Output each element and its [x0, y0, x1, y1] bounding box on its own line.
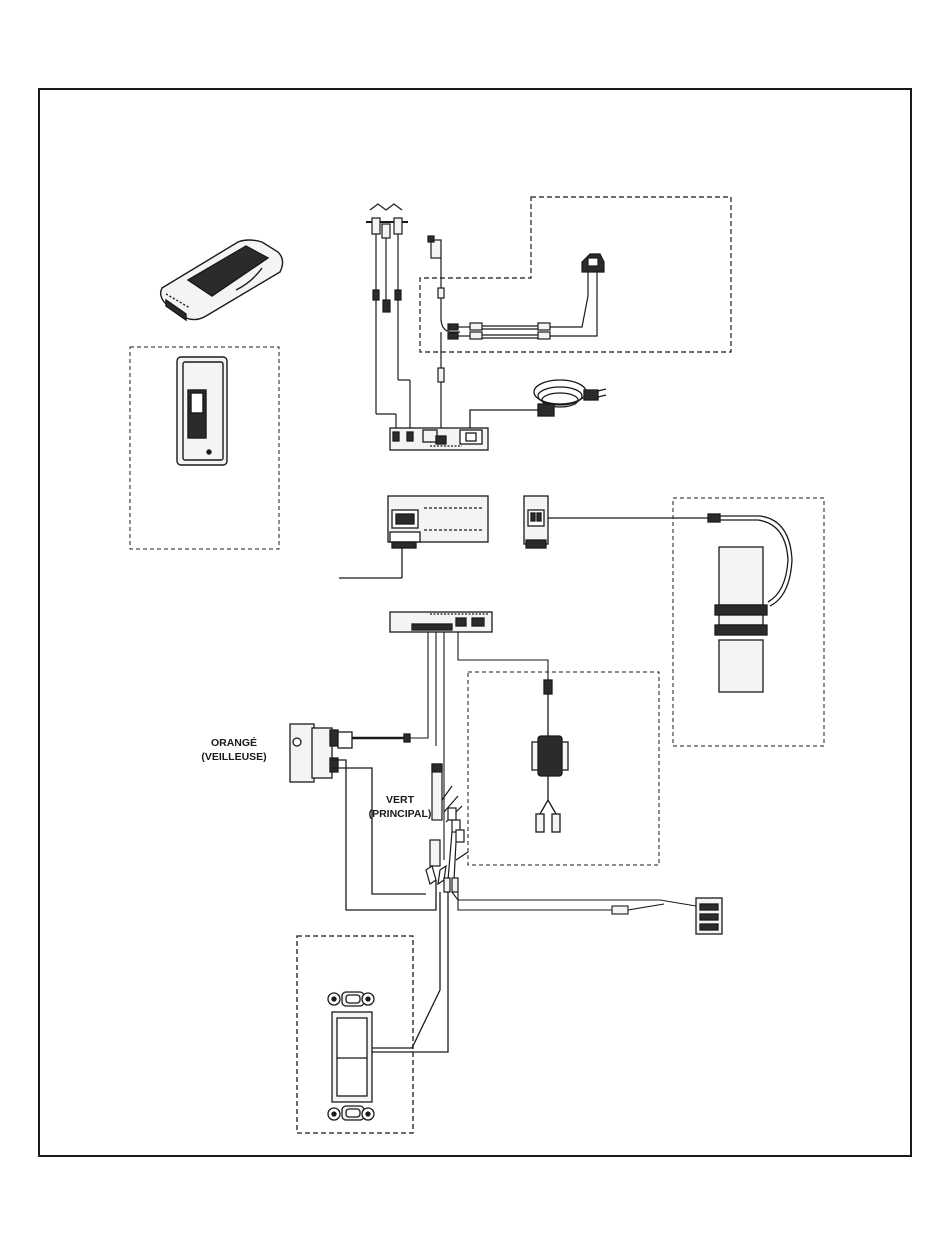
ifc-wires	[410, 632, 548, 860]
orange-pilot-label-line2: (VEILLEUSE)	[201, 751, 266, 763]
lower-right-wires	[452, 892, 696, 914]
ifc-module	[390, 612, 492, 632]
battery-pack	[456, 680, 568, 860]
receiver-module	[390, 428, 488, 450]
wire-harness	[426, 764, 464, 892]
battery-connector-leads	[448, 296, 597, 339]
control-module	[339, 496, 488, 578]
rocker-switch-small	[582, 254, 604, 296]
pilot-thermocouple-assembly	[366, 204, 410, 432]
green-main-label-line2: (PRINCIPAL)	[369, 808, 432, 820]
blower-assembly	[708, 514, 792, 692]
orange-pilot-label-line1: ORANGÉ	[211, 736, 257, 749]
adapter-dashed-box	[420, 197, 731, 352]
wall-switch	[177, 357, 227, 465]
green-main-label-line1: VERT	[386, 794, 415, 806]
power-cord	[470, 380, 606, 428]
decora-switch	[328, 892, 448, 1120]
handheld-remote	[161, 240, 283, 320]
outlet-module	[524, 496, 708, 548]
junction-block	[696, 898, 722, 934]
